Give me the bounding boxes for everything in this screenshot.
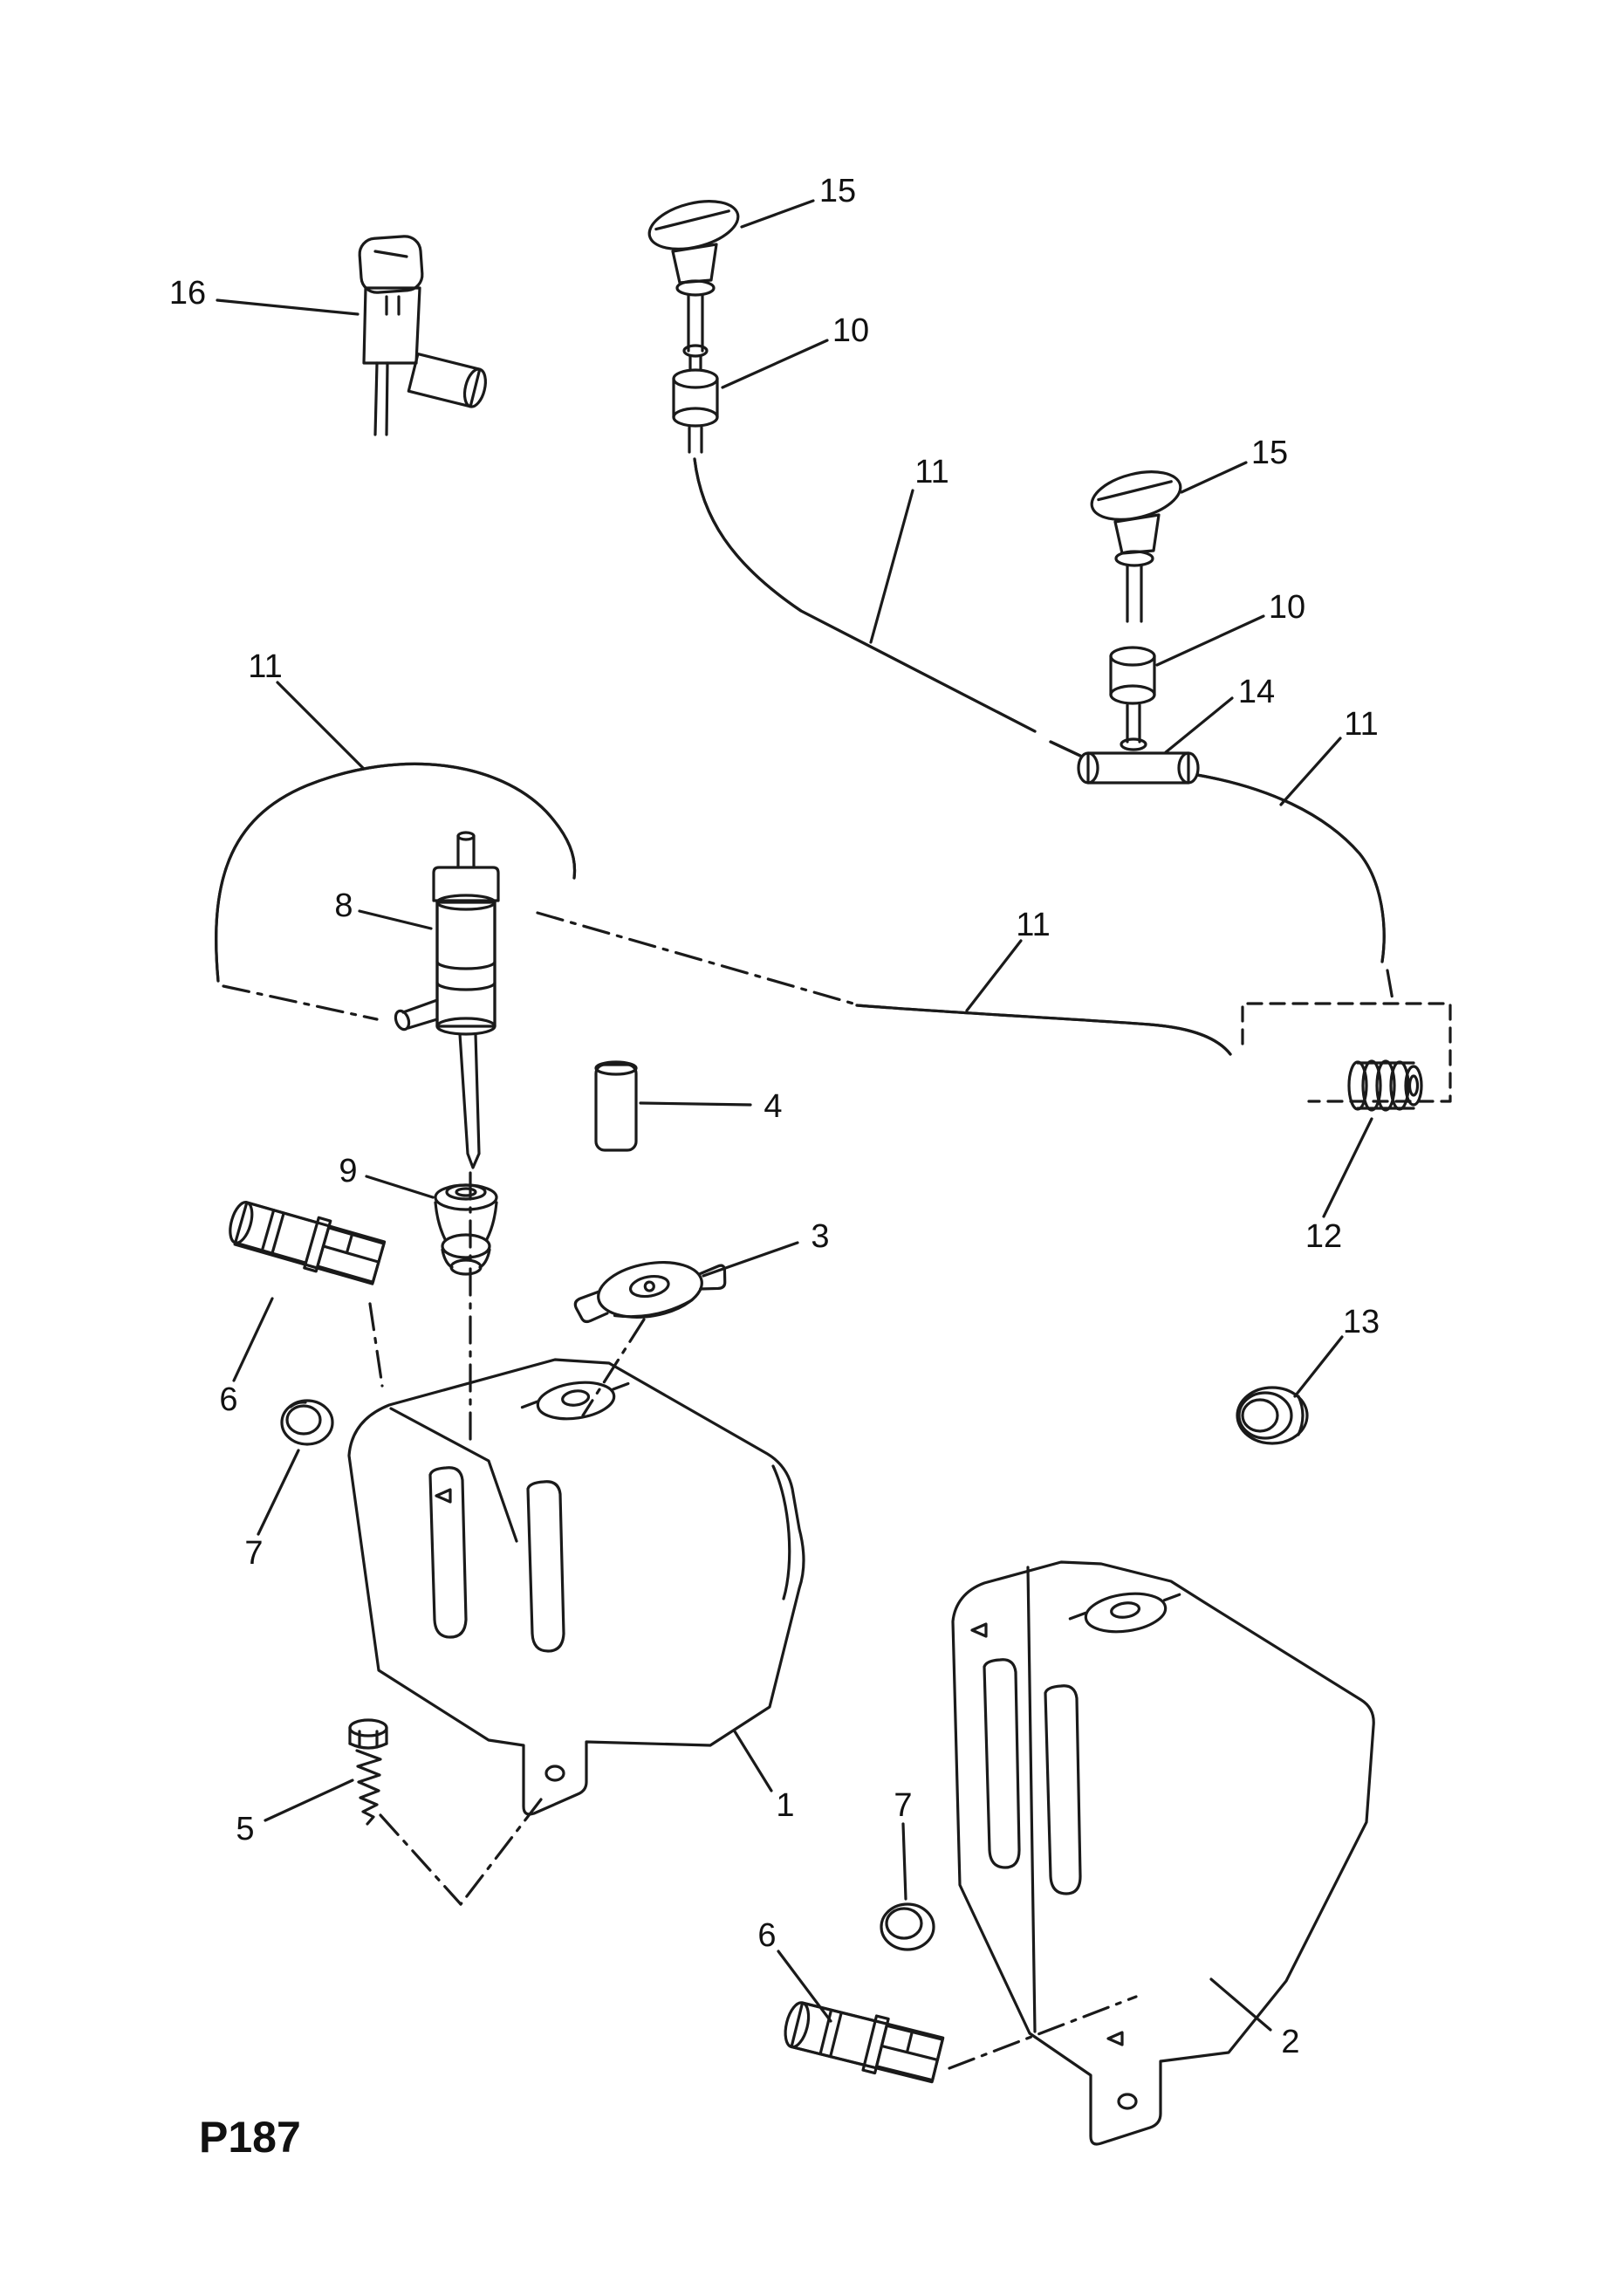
page-code: P187 [199, 2113, 301, 2162]
pump-8 [394, 831, 500, 1169]
callout-1: 1 [776, 1787, 794, 1824]
screw-5 [348, 1718, 388, 1826]
callout-7-left: 7 [244, 1535, 263, 1572]
reservoir-2 [951, 1560, 1375, 2146]
spacer-10-right [1109, 646, 1156, 751]
callout-2: 2 [1281, 2024, 1299, 2060]
callout-13: 13 [1343, 1304, 1380, 1340]
reservoir-1 [347, 1358, 805, 1816]
hose-11-middle [855, 1004, 1232, 1056]
callout-3: 3 [811, 1218, 829, 1255]
callout-4: 4 [764, 1088, 782, 1125]
callout-12: 12 [1305, 1218, 1342, 1255]
washer-jet-15-right [1090, 470, 1182, 623]
callout-11-top: 11 [914, 454, 948, 490]
hose-11-left-loop [215, 762, 577, 983]
construction-lines [222, 911, 1452, 2070]
callout-8: 8 [334, 888, 353, 924]
callout-9: 9 [339, 1153, 357, 1189]
grommet-12 [1347, 1059, 1423, 1112]
washer-jet-15-top [647, 200, 740, 372]
leader-lines [216, 199, 1373, 2032]
callouts: 16 15 10 11 15 10 14 11 11 8 11 4 12 9 3… [169, 173, 1380, 2060]
filter-4 [594, 1060, 638, 1152]
plug-7-left [280, 1399, 334, 1446]
callout-6-bottom: 6 [757, 1917, 776, 1954]
tank1-filler-cap [520, 1381, 630, 1421]
spacer-10-top [672, 368, 719, 454]
hose-11-right [1195, 773, 1386, 963]
callout-6-left: 6 [219, 1381, 237, 1418]
sensor-6-left [229, 1201, 387, 1285]
callout-7-bottom: 7 [894, 1787, 912, 1824]
tee-connector-14 [1077, 751, 1200, 785]
grommet-13 [1236, 1386, 1309, 1445]
callout-11-right: 11 [1344, 706, 1378, 743]
sensor-6-bottom [784, 2001, 945, 2084]
callout-15-top: 15 [819, 173, 856, 209]
callout-5: 5 [236, 1811, 254, 1847]
callout-11-middle: 11 [1016, 907, 1050, 943]
washer-jet-16 [358, 235, 487, 436]
callout-14: 14 [1238, 674, 1275, 710]
callout-10-right: 10 [1269, 589, 1305, 626]
callout-11-left: 11 [248, 648, 282, 685]
callout-10-top: 10 [832, 312, 869, 349]
tank2-filler-cap [1068, 1592, 1181, 1634]
hose-11-top-diagonal [693, 457, 1082, 757]
cap-3 [573, 1261, 727, 1324]
grommet-9 [434, 1183, 498, 1276]
plug-7-bottom [880, 1902, 935, 1951]
callout-16: 16 [169, 275, 206, 312]
callout-15-right: 15 [1251, 435, 1288, 471]
